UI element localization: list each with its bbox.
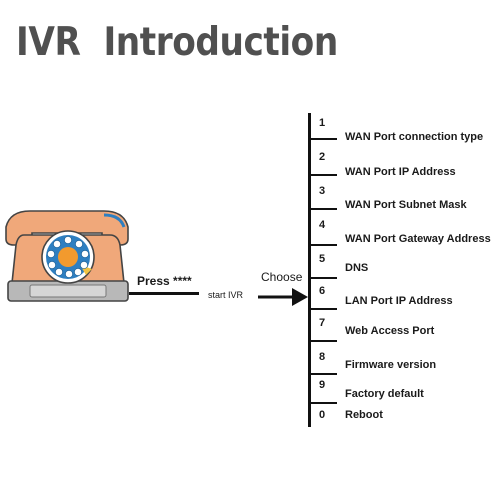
menu-tick <box>311 308 337 310</box>
menu-tick <box>311 277 337 279</box>
menu-key: 4 <box>319 219 326 231</box>
arrow-right-icon <box>258 288 308 306</box>
menu-tick <box>311 373 337 375</box>
menu-option-label: Reboot <box>345 409 383 421</box>
press-line <box>129 292 199 295</box>
telephone-icon <box>5 210 129 302</box>
menu-tick <box>311 208 337 210</box>
menu-spine <box>308 113 311 427</box>
menu-option-label: Web Access Port <box>345 325 435 337</box>
menu-key: 5 <box>319 253 326 265</box>
menu-option-label: LAN Port IP Address <box>345 295 453 307</box>
menu-key: 3 <box>319 185 326 197</box>
menu-key: 7 <box>319 317 326 329</box>
menu-tick <box>311 402 337 404</box>
menu-option-label: WAN Port Gateway Address <box>345 233 491 245</box>
menu-tick <box>311 244 337 246</box>
menu-tick <box>311 340 337 342</box>
menu-option-label: Firmware version <box>345 359 437 371</box>
menu-option-label: WAN Port connection type <box>345 131 484 143</box>
menu-option-label: DNS <box>345 262 369 274</box>
press-label: Press **** <box>137 274 192 288</box>
menu-key: 1 <box>319 117 326 129</box>
menu-key: 9 <box>319 379 326 391</box>
menu-tick <box>311 174 337 176</box>
menu-option-label: WAN Port Subnet Mask <box>345 199 467 211</box>
page-title: IVR Introduction <box>16 20 338 65</box>
menu-tick <box>311 138 337 140</box>
menu-option-label: WAN Port IP Address <box>345 166 456 178</box>
menu-option-label: Factory default <box>345 388 424 400</box>
choose-label: Choose <box>261 270 303 284</box>
menu-key: 8 <box>319 351 326 363</box>
menu-key: 0 <box>319 409 326 421</box>
start-ivr-label: start IVR <box>208 290 244 300</box>
menu-key: 6 <box>319 285 326 297</box>
menu-key: 2 <box>319 151 326 163</box>
